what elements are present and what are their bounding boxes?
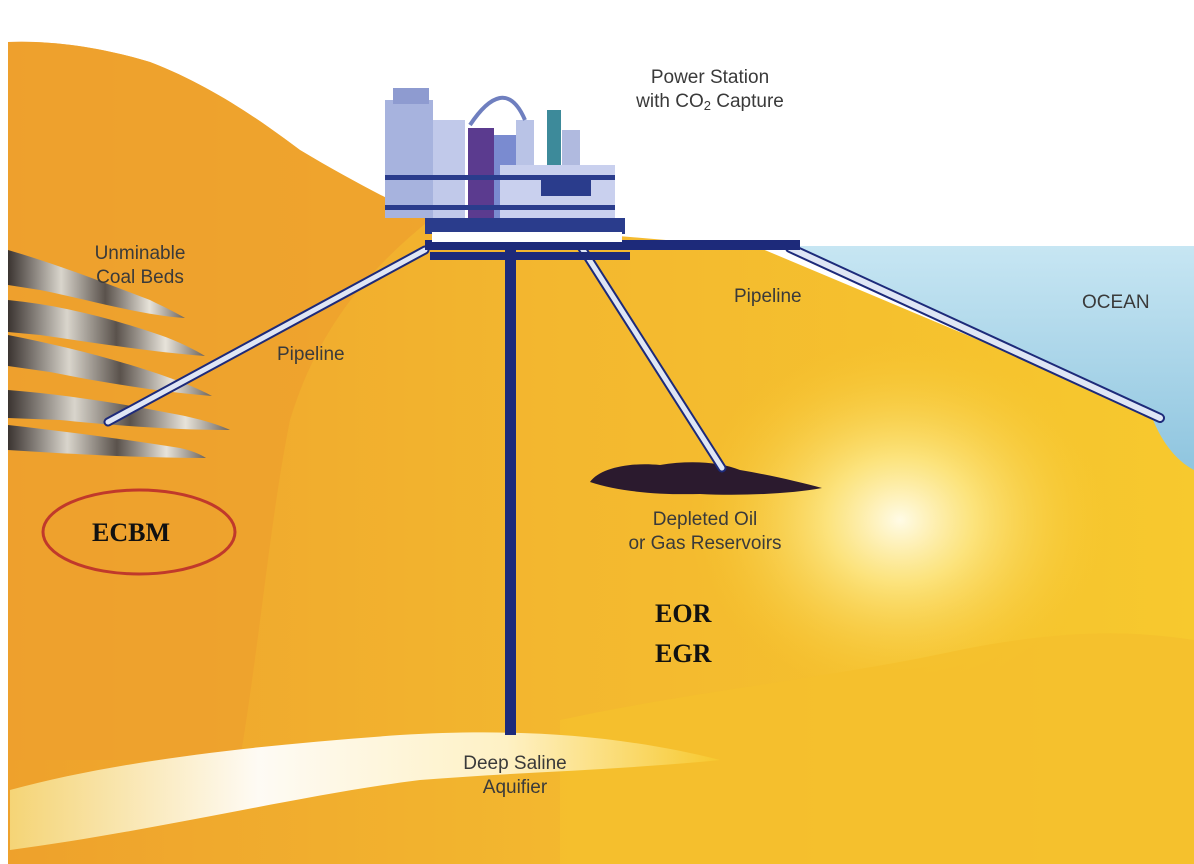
power-station-sub: 2	[703, 98, 711, 113]
earth-hill	[8, 41, 430, 760]
power-station-line1: Power Station	[650, 67, 770, 88]
ocean-label: OCEAN	[1082, 292, 1150, 313]
aquifer-line2: Aquifier	[482, 777, 548, 798]
reservoir-label: Depleted Oil or Gas Reservoirs	[590, 508, 820, 556]
coal-label-line1: Unminable	[94, 243, 186, 264]
egr-label: EGR	[655, 639, 712, 668]
ocean-area	[780, 246, 1194, 470]
power-station-line2: with CO2 Capture	[600, 90, 820, 118]
pipeline-left-label: Pipeline	[277, 344, 345, 365]
coal-beds	[8, 250, 230, 458]
ecbm-label: ECBM	[92, 518, 170, 547]
lower-strata	[560, 633, 1194, 864]
aquifer-label: Deep Saline Aquifier	[425, 752, 605, 800]
pipeline-right-label: Pipeline	[734, 286, 802, 307]
ecbm-oval	[41, 488, 237, 576]
power-station-label: Power Station with CO2 Capture	[600, 66, 820, 118]
power-station-suffix: Capture	[710, 91, 784, 112]
reservoir-line2: or Gas Reservoirs	[628, 533, 782, 554]
reservoir-line1: Depleted Oil	[652, 509, 758, 530]
coal-beds-label: Unminable Coal Beds	[70, 242, 210, 290]
eor-label: EOR	[655, 599, 712, 628]
sun-glow	[690, 340, 1110, 700]
aquifer-band	[10, 732, 720, 850]
power-station	[385, 88, 625, 242]
power-station-prefix: with CO	[636, 91, 704, 112]
aquifer-line1: Deep Saline	[463, 753, 567, 774]
pipelines	[103, 237, 1165, 735]
coal-label-line2: Coal Beds	[96, 267, 184, 288]
oil-gas-reservoir	[590, 462, 822, 495]
